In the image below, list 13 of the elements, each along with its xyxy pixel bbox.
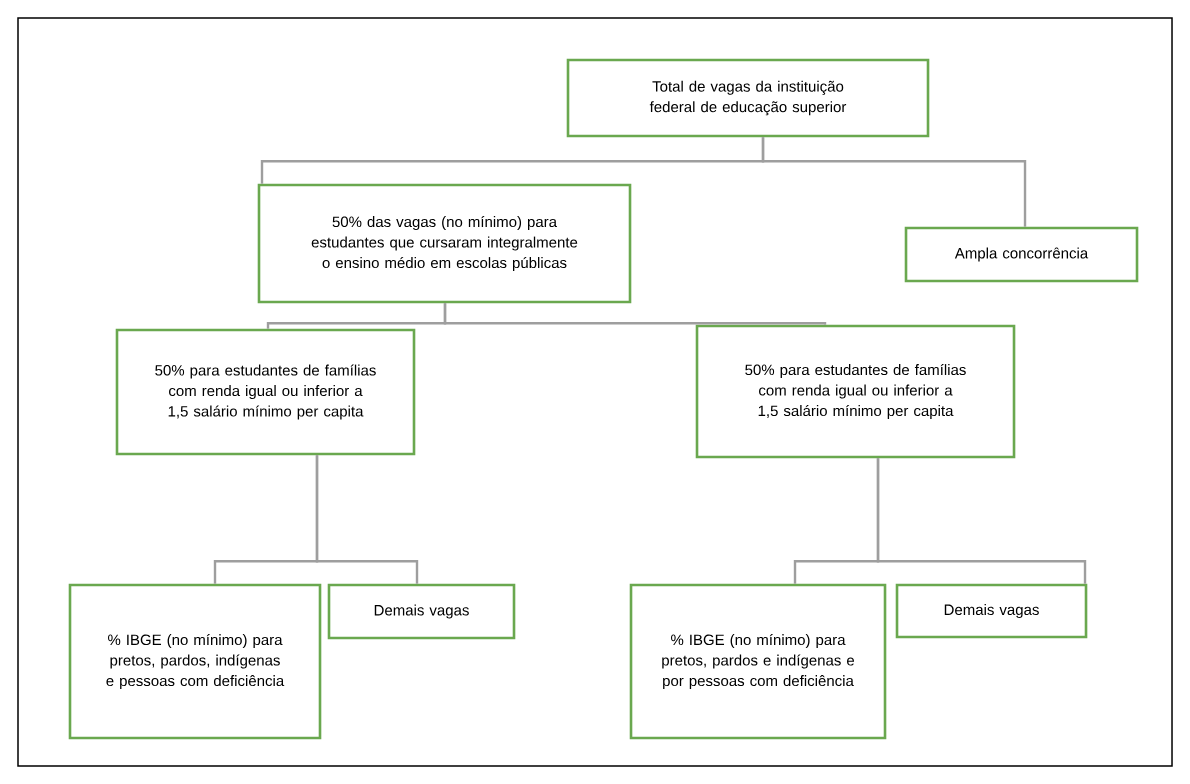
connector-line: [443, 303, 827, 326]
text-box: Total de vagas da instituição federal de educação superior: [566, 58, 930, 138]
text-box: % IBGE (no mínimo) para pretos, pardos, indígenas e pessoas com deficiência: [68, 583, 322, 740]
text-box: Ampla concorrência: [904, 226, 1139, 283]
text-box: 50% para estudantes de famílias com renda igual ou inferior a 1,5 salário mínimo per capita: [115, 328, 416, 456]
text-box: Demais vagas: [895, 583, 1088, 639]
connector-line: [315, 455, 419, 584]
connector-line: [761, 137, 1027, 227]
text-box: 50% para estudantes de famílias com renda igual ou inferior a 1,5 salário mínimo per capita: [695, 324, 1016, 459]
text-box: Demais vagas: [327, 583, 516, 640]
text-box: 50% das vagas (no mínimo) para estudantes que cursaram integralmente o ensino médio em escolas públicas: [257, 183, 632, 304]
text-box: % IBGE (no mínimo) para pretos, pardos e indígenas e por pessoas com deficiência: [629, 583, 887, 740]
connector-line: [876, 458, 1087, 584]
